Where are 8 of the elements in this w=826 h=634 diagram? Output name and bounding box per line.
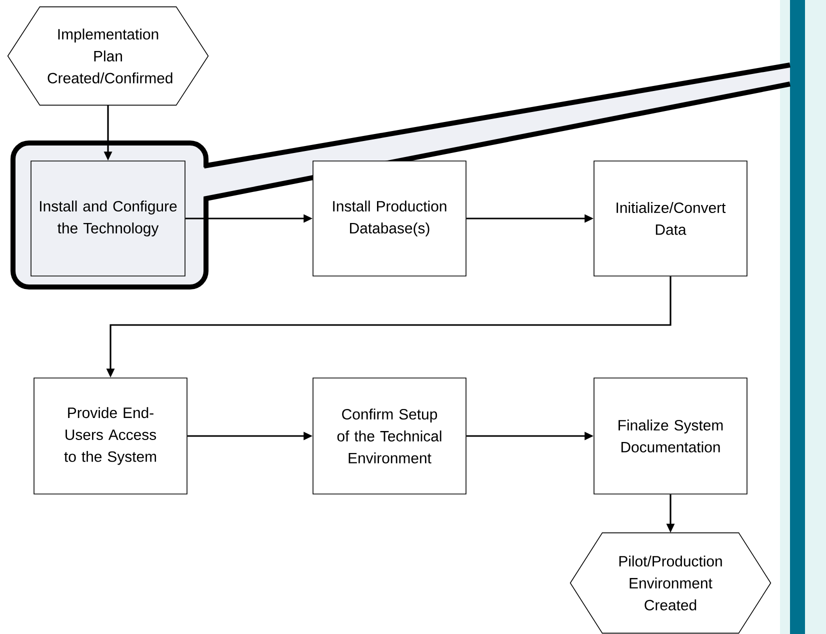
process-box: Provide End-Users Access to the System bbox=[34, 378, 188, 494]
process-box: Install and Configure the Technology bbox=[30, 160, 186, 276]
terminal-hexagon: Implementation Plan Created/Confirmed bbox=[7, 6, 209, 106]
process-box: Initialize/Convert Data bbox=[594, 160, 748, 276]
terminal-hexagon: Pilot/Production Environment Created bbox=[570, 532, 772, 634]
process-box: Finalize System Documentation bbox=[594, 378, 748, 494]
process-box: Install Production Database(s) bbox=[312, 160, 466, 276]
process-box: Confirm Setup of the Technical Environment bbox=[312, 378, 466, 494]
